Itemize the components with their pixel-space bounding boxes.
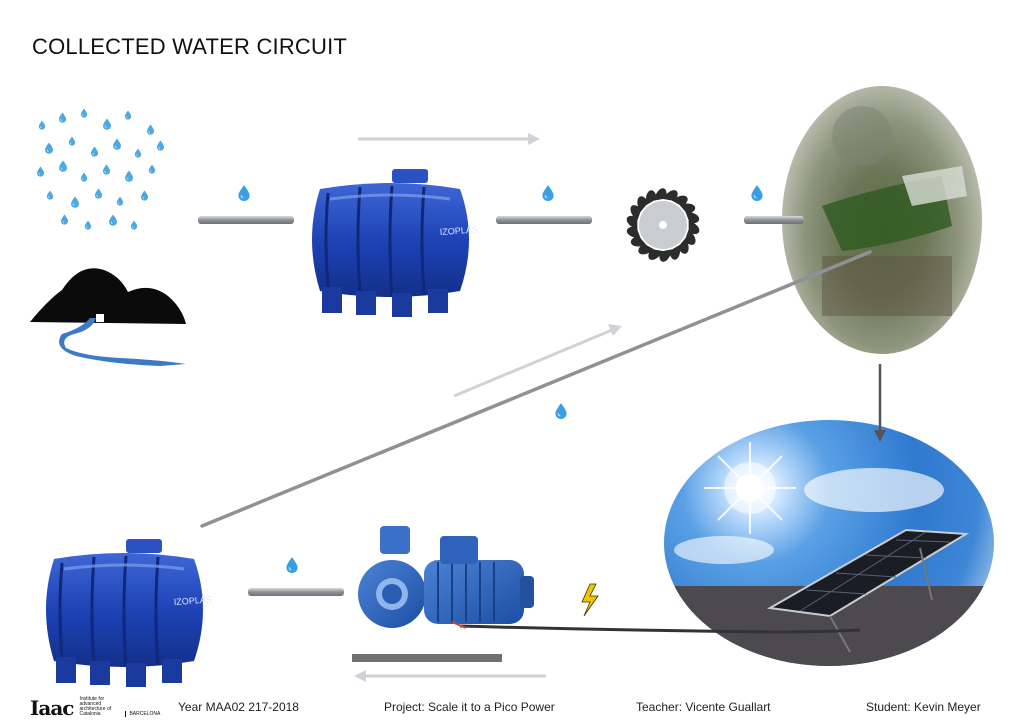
logo-city: BARCELONA xyxy=(125,711,160,717)
solar-panel-icon xyxy=(766,528,970,653)
cable-icon xyxy=(451,621,861,634)
pipe-icon xyxy=(198,216,804,596)
flow-arrow-icon xyxy=(874,364,886,442)
footer-teacher: Teacher: Vicente Guallart xyxy=(636,700,771,714)
stream-photo xyxy=(782,86,982,354)
water-tank-icon xyxy=(44,538,214,689)
footer-project: Project: Scale it to a Pico Power xyxy=(384,700,555,714)
logo-institute: Institute for advanced architecture of C… xyxy=(79,696,112,717)
iaac-logo: Iaac Institute for advanced architecture… xyxy=(30,696,160,720)
centrifugal-pump-icon xyxy=(352,526,534,662)
flow-arrow-icon xyxy=(358,133,540,145)
flow-arrow-icon xyxy=(354,670,546,682)
page-title: COLLECTED WATER CIRCUIT xyxy=(32,34,348,59)
rain-drops-icon xyxy=(36,108,165,230)
logo-mark: Iaac xyxy=(30,696,74,720)
pelton-turbine-icon xyxy=(626,188,700,262)
pipe-icon xyxy=(200,250,872,528)
water-tank-icon xyxy=(310,168,480,319)
sun-icon xyxy=(704,442,796,534)
footer-year: Year MAA02 217-2018 xyxy=(178,700,299,714)
footer-student: Student: Kevin Meyer xyxy=(866,700,981,714)
lightning-icon xyxy=(581,583,599,617)
mountain-river-icon xyxy=(30,268,186,366)
flow-arrow-icon xyxy=(453,324,622,398)
